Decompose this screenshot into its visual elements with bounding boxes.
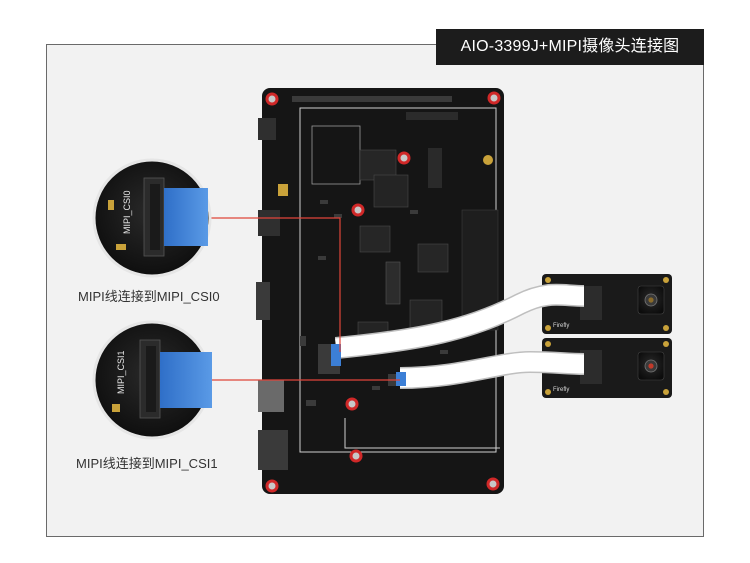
main-board (256, 88, 504, 494)
page-title: AIO-3399J+MIPI摄像头连接图 (436, 29, 704, 65)
callout-label-csi1: MIPI线连接到MIPI_CSI1 (76, 456, 218, 471)
callout-lines (206, 217, 400, 381)
callout-label-csi0: MIPI线连接到MIPI_CSI0 (78, 289, 220, 304)
csi0-silk-text: MIPI_CSI0 (122, 190, 132, 234)
camera-module-top (542, 274, 672, 334)
camera-top-brand: Firefly (553, 323, 569, 329)
csi1-silk-text: MIPI_CSI1 (116, 350, 126, 394)
magnifier-csi1: MIPI_CSI1 (92, 320, 212, 440)
camera-bottom-brand: Firefly (553, 387, 569, 393)
ribbon-cable-csi0 (334, 283, 585, 359)
magnifier-csi0: MIPI_CSI0 (92, 158, 212, 278)
ribbon-cable-csi1 (399, 350, 585, 389)
